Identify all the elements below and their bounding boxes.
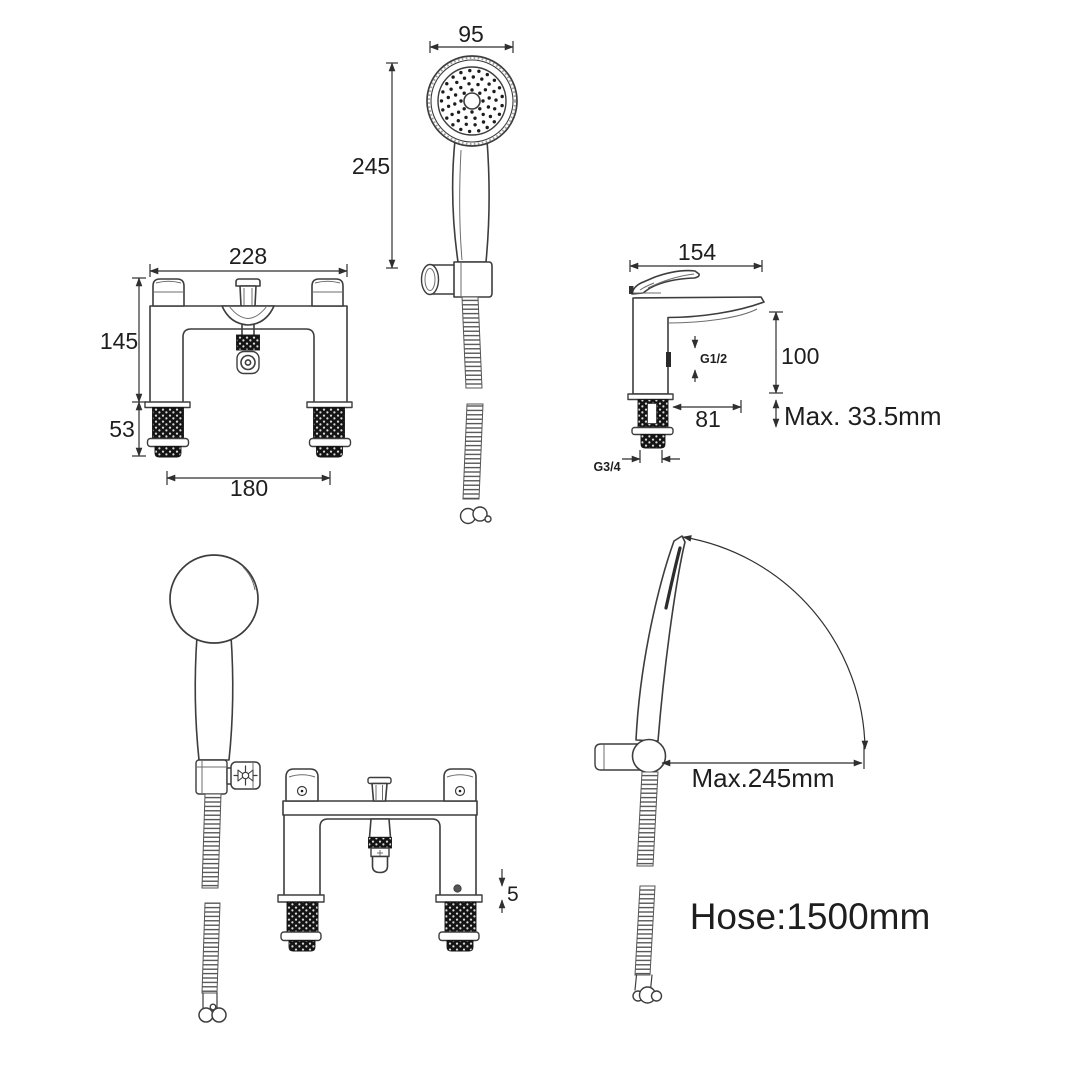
mixer-front-bridge [182,328,315,403]
mixer-front-shanks [144,401,353,458]
swivel-wall-bracket [594,743,641,771]
handset-handle [451,139,490,263]
mixer-front-left-valve-body [152,278,185,307]
dim-front-height-label: 145 [100,328,138,354]
dim-side-inlet-thread: G1/2 [691,336,727,382]
mixer-front-spout [221,305,275,375]
handset-front-view: 95 245 [352,21,518,525]
dim-front-shank-label: 53 [109,416,135,442]
handset-spray-face [437,66,507,136]
mixer-side-inlet-mark [666,352,671,367]
dim-side-spout-reach: 81 [672,400,742,432]
dim-handset-length-label: 245 [352,153,390,179]
handset-head [426,55,518,147]
mixer-front-right-valve-body [311,278,344,307]
rear-hose [198,793,227,1023]
handset-profile [594,535,686,774]
dim-front-centres-label: 180 [230,475,268,501]
dim-front-centres: 180 [166,471,331,501]
dim-side-depth: 154 [629,239,763,272]
swivel-hose [632,771,663,1004]
handset-swivel-view: Max.245mm Hose:1500mm [594,535,931,1004]
rear-diverter-pull-knob [367,776,392,785]
swivel-pivot-ball [631,738,667,774]
swivel-arc [682,535,869,750]
rear-leg-detail-dot [453,884,462,893]
dim-handset-width-label: 95 [458,21,484,47]
mixer-front-view: 228 145 53 180 [100,243,353,501]
dim-front-height: 145 53 [100,277,146,457]
dim-side-outlet-thread-label: G3/4 [593,460,620,474]
dim-swivel-reach-label: Max.245mm [691,763,834,793]
handset-rear [169,554,259,795]
spray-nozzle-dots [439,68,504,134]
dim-handset-width: 95 [429,21,514,53]
mixer-front-diverter-knob [235,278,261,307]
dim-side-depth-label: 154 [678,239,717,265]
dim-side-inlet-thread-label: G1/2 [700,352,727,366]
bracket-knob [226,761,261,790]
mixer-rear-view-with-handset: 5 [169,554,519,1023]
dim-swivel-reach: Max.245mm [661,745,865,793]
dim-side-max-deck: Max. 33.5mm [772,399,942,431]
dim-side-spout-height-label: 100 [781,343,819,369]
dim-side-spout-reach-label: 81 [695,406,721,432]
dim-side-outlet-thread: G3/4 [593,450,680,474]
dim-side-spout-height: 100 [769,311,819,394]
dim-front-width-label: 228 [229,243,267,269]
dim-rear-deck-plate-label: 5 [507,883,519,906]
dim-handset-length: 245 [352,62,398,269]
mixer-side-shank [627,393,674,449]
mixer-front-shower-outlet-knurl [236,334,260,351]
dim-rear-deck-plate: 5 [498,869,519,913]
handset-wall-bracket [420,261,493,298]
hose-length-note: Hose:1500mm [690,896,931,937]
mixer-side-view: 154 100 Max. 33.5mm G1/2 81 G3/4 [593,239,941,474]
dim-front-width: 228 [149,243,348,277]
mixer-rear-body [277,768,483,952]
mixer-side-lever [629,269,700,295]
dim-side-max-deck-label: Max. 33.5mm [784,401,942,431]
handset-hose [459,296,492,525]
mixer-side-body-spout [632,292,765,395]
